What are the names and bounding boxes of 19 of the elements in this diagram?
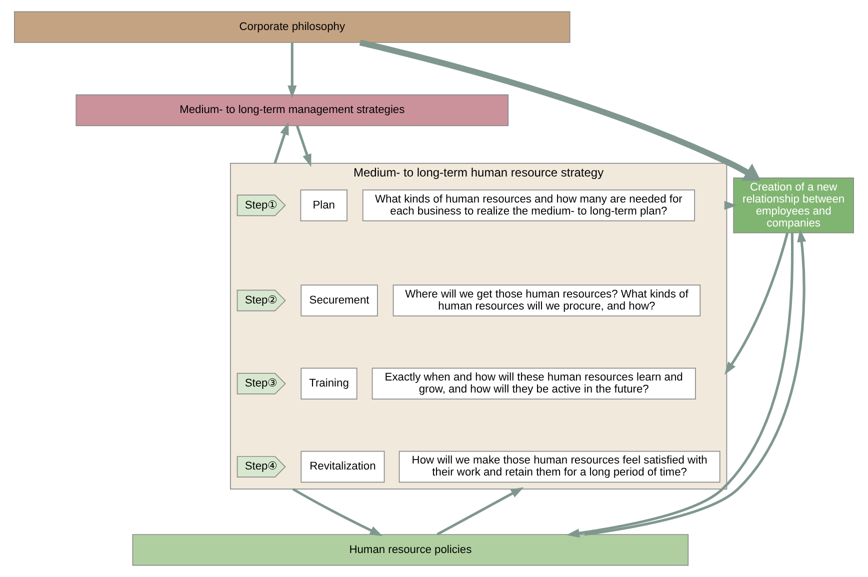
node-box: Exactly when and how will these human resources learn and grow, and how will they be active in the future? bbox=[372, 368, 696, 400]
node-box: Creation of a new relationship between employees and companies bbox=[733, 178, 854, 234]
arrow bbox=[296, 125, 312, 168]
arrow bbox=[724, 232, 789, 375]
node-box: Securement bbox=[300, 284, 378, 316]
node-box: How will we make those human resources feel satisfied with their work and retain them for a long period of time? bbox=[398, 450, 720, 483]
node-box: What kinds of human resources and how many are needed for each business to realize the medium- to long-term plan? bbox=[362, 190, 695, 222]
arrow bbox=[274, 122, 289, 164]
node-box: Training bbox=[300, 368, 358, 400]
node-box: Plan bbox=[300, 190, 348, 222]
node-box: Medium- to long-term management strategies bbox=[76, 94, 509, 126]
node-box: Corporate philosophy bbox=[14, 11, 570, 43]
arrow bbox=[724, 200, 738, 210]
arrow bbox=[292, 488, 383, 536]
node-box: Revitalization bbox=[300, 450, 385, 483]
node-box: Where will we get those human resources? What kinds of human resources will we procure, and how? bbox=[392, 284, 701, 316]
node-box: Human resource policies bbox=[132, 534, 689, 566]
arrow bbox=[436, 487, 524, 536]
arrow bbox=[288, 42, 297, 98]
